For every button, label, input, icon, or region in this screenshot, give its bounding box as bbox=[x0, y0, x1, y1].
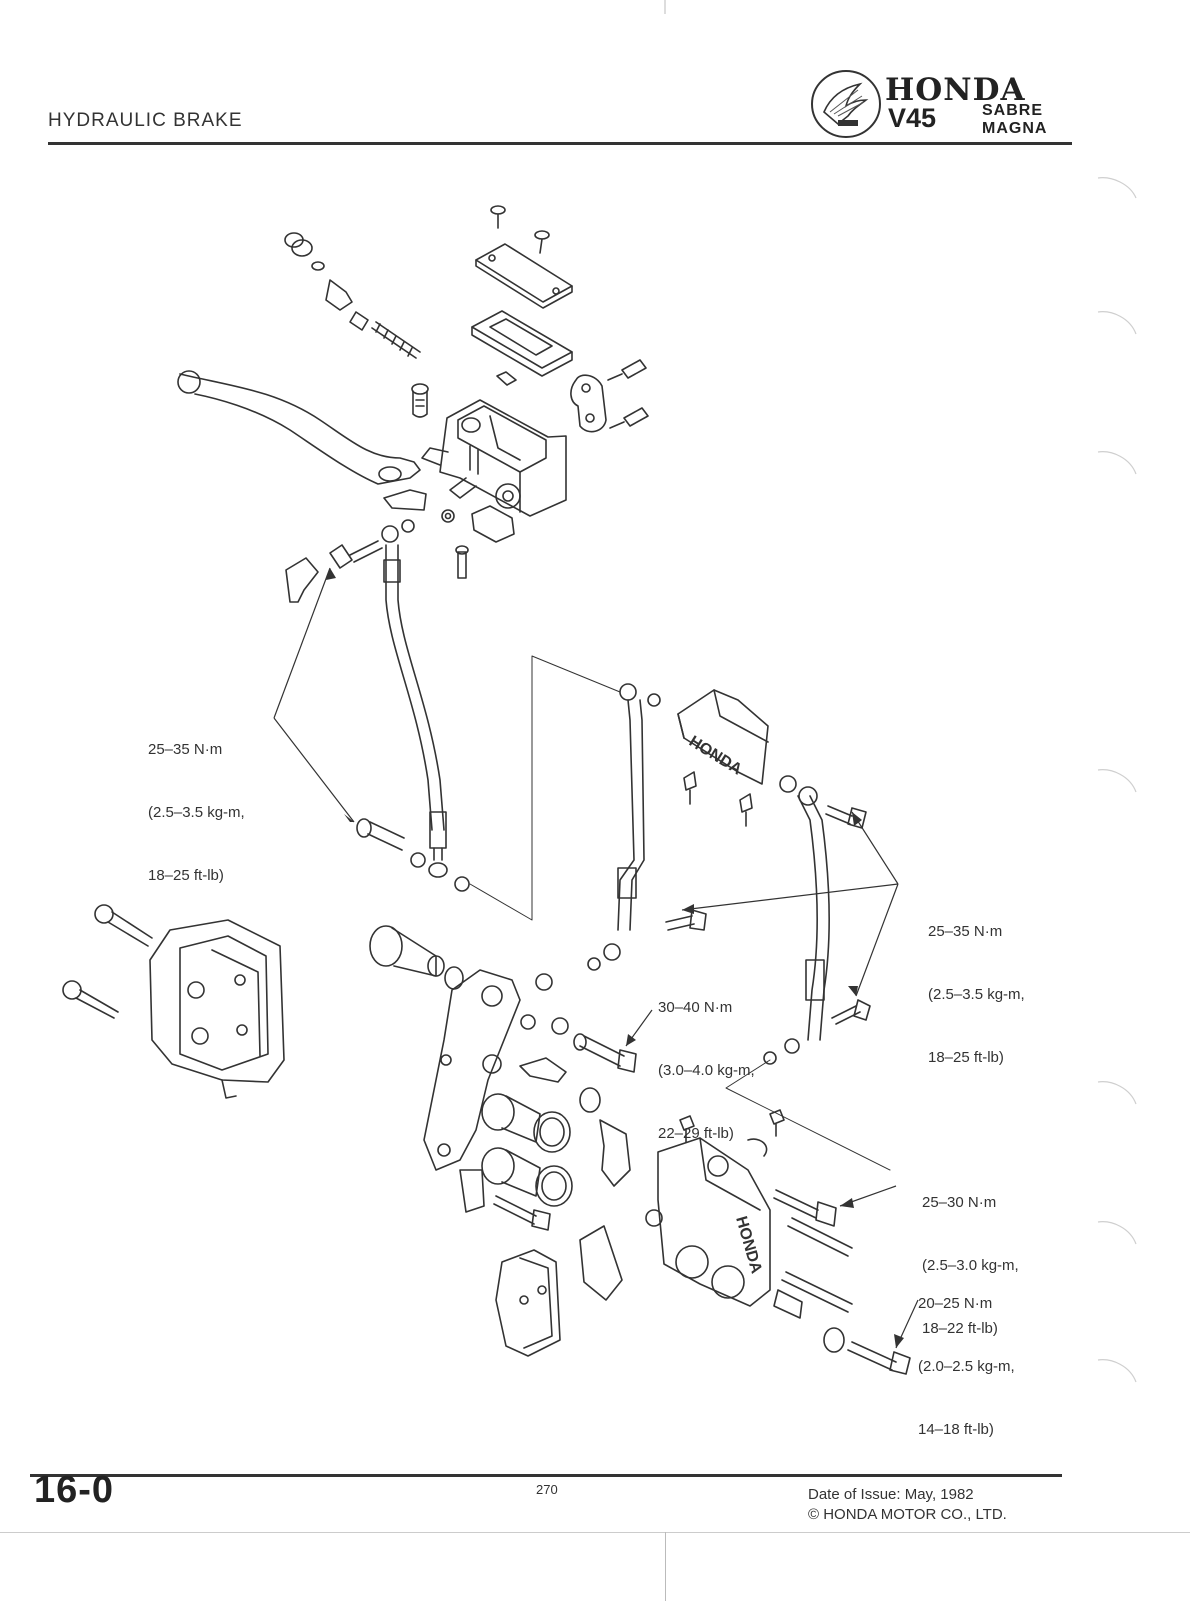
master-piston-kit bbox=[284, 232, 421, 359]
reservoir-cover bbox=[475, 243, 573, 309]
copyright-notice: © HONDA MOTOR CO., LTD. bbox=[808, 1506, 1007, 1523]
torque-ftlb: 22–29 ft-lb) bbox=[658, 1125, 734, 1142]
torque-kgm: (2.5–3.0 kg-m, bbox=[922, 1257, 1019, 1274]
torque-ftlb: 18–22 ft-lb) bbox=[922, 1320, 998, 1337]
section-title: HYDRAULIC BRAKE bbox=[48, 110, 243, 131]
caliper-pivot-collar bbox=[369, 925, 464, 990]
pad-spring bbox=[579, 1119, 631, 1301]
variant-line-1: SABRE bbox=[982, 102, 1044, 119]
honda-wing-logo bbox=[811, 70, 881, 138]
leader-arrowheads bbox=[326, 568, 904, 1348]
brake-hose-guard: HONDA bbox=[677, 689, 769, 785]
pad-retainer bbox=[519, 1057, 567, 1083]
torque-spec-hose-joint: 25–35 N·m (2.5–3.5 kg-m, 18–25 ft-lb) bbox=[928, 879, 1025, 1089]
torque-ftlb: 14–18 ft-lb) bbox=[918, 1421, 994, 1438]
model-variant: SABRE MAGNA bbox=[982, 102, 1047, 138]
torque-kgm: (2.5–3.5 kg-m, bbox=[148, 804, 245, 821]
banjo-joint bbox=[285, 557, 319, 603]
cover-screw bbox=[490, 205, 550, 254]
scan-artifacts bbox=[664, 0, 1137, 1383]
caliper-pin-bolt bbox=[573, 1033, 637, 1073]
scan-fold-line bbox=[665, 1532, 666, 1601]
scan-page-edge bbox=[0, 1532, 1190, 1533]
brake-lever bbox=[177, 370, 427, 511]
master-cylinder-body bbox=[421, 399, 567, 517]
left-brake-caliper bbox=[149, 919, 285, 1099]
holder-bolt bbox=[607, 359, 649, 429]
caliper-bracket bbox=[423, 969, 521, 1171]
header-rule bbox=[48, 142, 1072, 145]
page-number: 270 bbox=[536, 1482, 558, 1497]
torque-nm: 20–25 N·m bbox=[918, 1295, 993, 1312]
torque-kgm: (2.0–2.5 kg-m, bbox=[918, 1358, 1015, 1375]
torque-kgm: (2.5–3.5 kg-m, bbox=[928, 986, 1025, 1003]
diaphragm-plate bbox=[496, 371, 517, 386]
issue-date: Date of Issue: May, 1982 bbox=[808, 1486, 974, 1503]
hose-route-line bbox=[469, 655, 621, 921]
master-cylinder-holder bbox=[570, 374, 607, 433]
model-name: V45 bbox=[888, 103, 937, 133]
torque-nm: 25–35 N·m bbox=[928, 923, 1003, 940]
lower-brake-hose bbox=[763, 775, 830, 1065]
caliper-slide-pin bbox=[773, 1189, 911, 1375]
caliper-mount-bolt bbox=[62, 904, 153, 1019]
brake-light-switch bbox=[441, 505, 515, 579]
torque-kgm: (3.0–4.0 kg-m, bbox=[658, 1062, 755, 1079]
bleed-valve bbox=[679, 1109, 785, 1157]
reservoir-diaphragm bbox=[471, 310, 573, 377]
torque-nm: 25–35 N·m bbox=[148, 741, 223, 758]
torque-spec-upper-banjo: 25–35 N·m (2.5–3.5 kg-m, 18–25 ft-lb) bbox=[148, 697, 245, 907]
torque-spec-caliper-bolt: 25–30 N·m (2.5–3.0 kg-m, 18–22 ft-lb) bbox=[922, 1150, 1019, 1360]
torque-ftlb: 18–25 ft-lb) bbox=[928, 1049, 1004, 1066]
lever-pivot-bolt bbox=[411, 383, 429, 418]
torque-nm: 30–40 N·m bbox=[658, 999, 733, 1016]
lower-banjo-bolt bbox=[356, 818, 470, 892]
caliper-piston bbox=[481, 1093, 541, 1197]
variant-line-2: MAGNA bbox=[982, 120, 1048, 137]
torque-spec-bracket-bolt: 30–40 N·m (3.0–4.0 kg-m, 22–29 ft-lb) bbox=[658, 955, 755, 1165]
torque-ftlb: 18–25 ft-lb) bbox=[148, 867, 224, 884]
piston-seal bbox=[533, 1087, 601, 1207]
brand-name: HONDA bbox=[885, 72, 1026, 108]
brake-pads bbox=[495, 1249, 561, 1357]
footer-rule bbox=[30, 1474, 1062, 1477]
upper-brake-hose bbox=[383, 544, 448, 878]
torque-leader-lines bbox=[273, 567, 919, 1349]
page-code: 16-0 bbox=[34, 1469, 115, 1511]
middle-brake-hose bbox=[587, 683, 661, 971]
upper-banjo-bolt bbox=[329, 519, 415, 569]
caliper-stamp-label: HONDA bbox=[732, 1214, 765, 1276]
hose-route-line bbox=[725, 1059, 891, 1171]
guard-bolt bbox=[683, 771, 753, 827]
torque-spec-slide-pin: 20–25 N·m (2.0–2.5 kg-m, 14–18 ft-lb) bbox=[918, 1251, 1015, 1461]
torque-nm: 25–30 N·m bbox=[922, 1194, 997, 1211]
caliper-mount-bolt-lower bbox=[459, 1169, 551, 1231]
bracket-washer bbox=[520, 973, 569, 1035]
